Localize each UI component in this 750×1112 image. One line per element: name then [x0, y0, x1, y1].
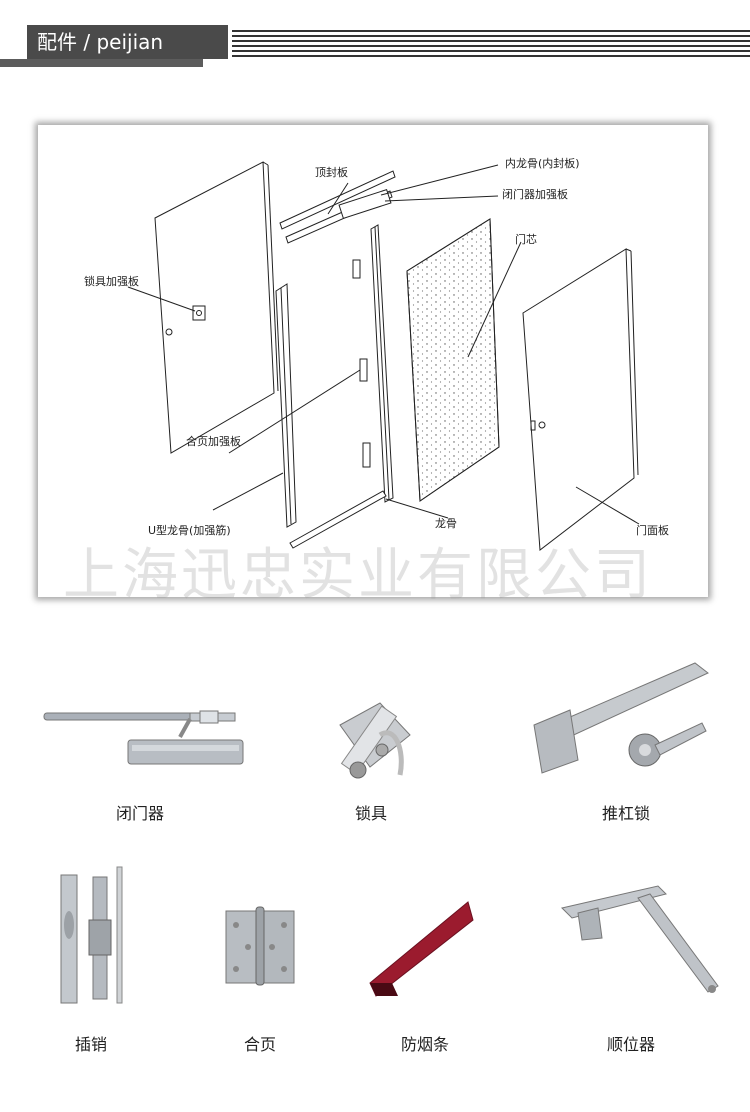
header-tab-shadow	[0, 59, 203, 67]
label-inner-keel: 内龙骨(内封板)	[505, 157, 580, 170]
label-door-panel: 门面板	[636, 524, 669, 537]
product-name-hinge: 合页	[244, 1035, 277, 1054]
product-name-smoke-seal: 防烟条	[401, 1035, 450, 1054]
product-name-flush-bolt: 插销	[75, 1035, 108, 1054]
product-name-panic-bar-lock: 推杠锁	[602, 804, 651, 823]
door-coordinator-image	[558, 878, 723, 998]
diagram-drawing	[127, 161, 640, 551]
company-watermark: 上海迅忠实业有限公司	[63, 543, 653, 608]
product-name-door-closer: 闭门器	[116, 804, 165, 823]
header-tab	[27, 25, 228, 59]
label-closer-plate: 闭门器加强板	[502, 188, 568, 201]
label-door-core: 门芯	[515, 233, 537, 246]
panic-bar-lock-image	[530, 655, 710, 780]
mortise-lock-image	[320, 695, 425, 787]
product-name-mortise-lock: 锁具	[355, 804, 388, 823]
door-exploded-diagram: 顶封板 内龙骨(内封板) 闭门器加强板 门芯 锁具加强板 合页加强板 U型龙骨(…	[38, 125, 708, 608]
label-top-plate: 顶封板	[315, 166, 348, 179]
label-u-keel: U型龙骨(加强筋)	[148, 524, 231, 537]
hinge-image	[222, 905, 298, 987]
label-keel: 龙骨	[435, 517, 457, 530]
label-hinge-plate: 合页加强板	[186, 435, 241, 448]
product-name-door-coordinator: 顺位器	[607, 1035, 656, 1054]
flush-bolt-image	[55, 865, 135, 1005]
header-rule-lines	[232, 30, 750, 58]
smoke-seal-image	[368, 898, 476, 998]
page-title: 配件 / peijian	[37, 30, 164, 54]
label-lock-plate: 锁具加强板	[84, 275, 139, 288]
door-closer-image	[40, 705, 245, 775]
